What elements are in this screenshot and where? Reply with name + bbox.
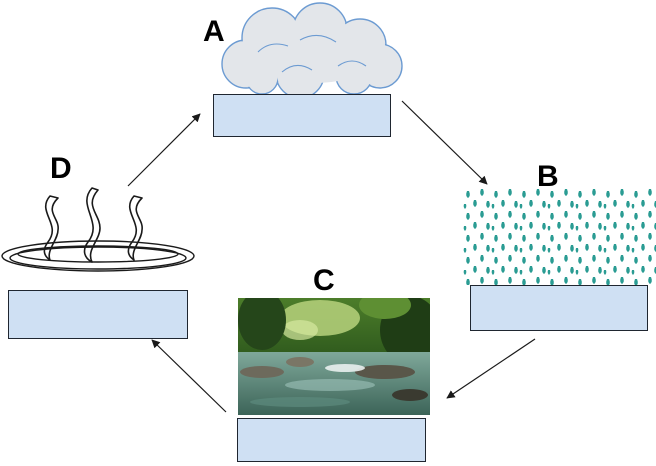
label-box-d[interactable]: [8, 290, 188, 339]
label-box-a[interactable]: [213, 94, 391, 137]
label-box-c[interactable]: [237, 418, 426, 462]
arrow-b-to-c: [446, 338, 536, 399]
label-box-b[interactable]: [470, 285, 648, 331]
stage-letter-c: C: [313, 264, 335, 297]
arrow-a-to-b: [401, 100, 488, 185]
arrow-c-to-d: [151, 339, 227, 413]
arrow-d-to-a: [127, 113, 201, 187]
stage-letter-d: D: [50, 152, 72, 185]
stage-letter-b: B: [537, 160, 559, 193]
stage-letter-a: A: [203, 15, 225, 48]
